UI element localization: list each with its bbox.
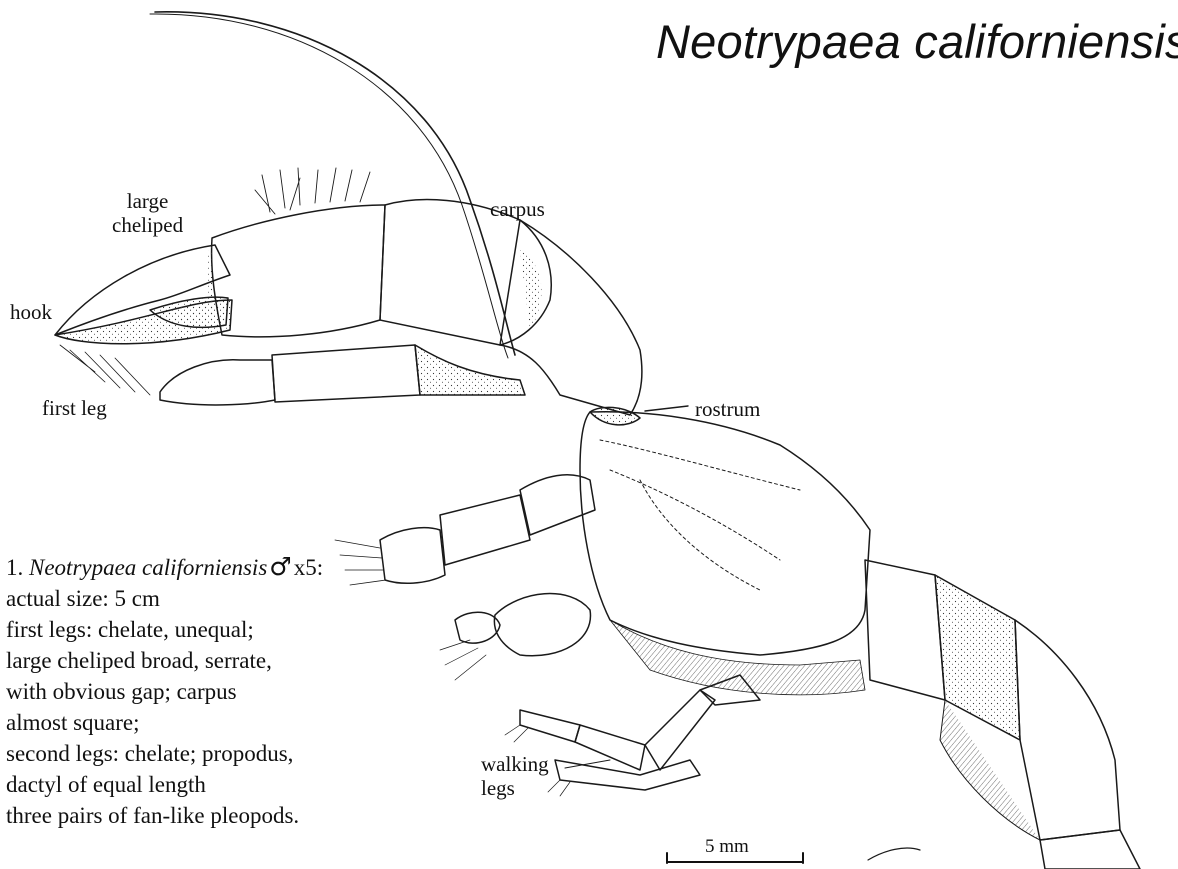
cheliped-propodus — [212, 205, 385, 337]
walking-leg-dactyl — [520, 710, 580, 742]
label-rostrum: rostrum — [695, 397, 760, 421]
second-leg-carpus — [440, 495, 530, 565]
label-hook: hook — [10, 300, 52, 324]
label-walking-legs: walking legs — [481, 752, 549, 800]
description-line: second legs: chelate; propodus, — [6, 738, 323, 769]
description-line: actual size: 5 cm — [6, 583, 323, 614]
species-description: 1. Neotrypaea californiensis♂x5: actual … — [6, 551, 323, 831]
walking-leg-propodus — [575, 725, 645, 770]
rostrum-leader — [645, 406, 688, 411]
underside-hatching — [610, 620, 865, 695]
tail-fragment — [868, 848, 920, 860]
label-large-cheliped: large cheliped — [112, 189, 183, 237]
description-line: first legs: chelate, unequal; — [6, 614, 323, 645]
description-magnification: x5: — [294, 555, 323, 580]
carapace — [580, 412, 870, 655]
second-leg-chela — [380, 528, 445, 584]
first-leg-merus — [415, 345, 525, 395]
third-leg-propodus — [494, 594, 590, 656]
page-title: Neotrypaea californiensis — [656, 14, 1178, 69]
walking-legs-leader — [565, 760, 610, 768]
walking-leg-carpus — [645, 690, 715, 770]
label-large-cheliped-line-2: cheliped — [112, 213, 183, 237]
abdomen-segment-4 — [1040, 830, 1140, 869]
abdomen-segment-1 — [865, 560, 945, 700]
scale-bar-label: 5 mm — [705, 836, 749, 858]
description-line: with obvious gap; carpus — [6, 676, 323, 707]
second-leg-setae — [335, 540, 386, 585]
label-walking-legs-line-1: walking — [481, 752, 549, 776]
first-leg-chela — [160, 360, 275, 405]
first-leg-setae — [60, 345, 150, 395]
description-line: large cheliped broad, serrate, — [6, 645, 323, 676]
description-line: dactyl of equal length — [6, 769, 323, 800]
description-number: 1. — [6, 555, 23, 580]
label-first-leg: first leg — [42, 396, 107, 420]
label-walking-legs-line-2: legs — [481, 776, 549, 800]
third-leg-dactyl — [455, 612, 500, 643]
abdomen-segment-3 — [1015, 620, 1120, 840]
label-carpus: carpus — [490, 197, 545, 221]
description-heading: 1. Neotrypaea californiensis♂x5: — [6, 551, 323, 583]
male-symbol-icon: ♂ — [269, 551, 291, 582]
first-leg-carpus — [272, 345, 420, 402]
description-line: almost square; — [6, 707, 323, 738]
description-species-name: Neotrypaea californiensis — [29, 555, 267, 580]
label-large-cheliped-line-1: large — [112, 189, 183, 213]
description-line: three pairs of fan-like pleopods. — [6, 800, 323, 831]
